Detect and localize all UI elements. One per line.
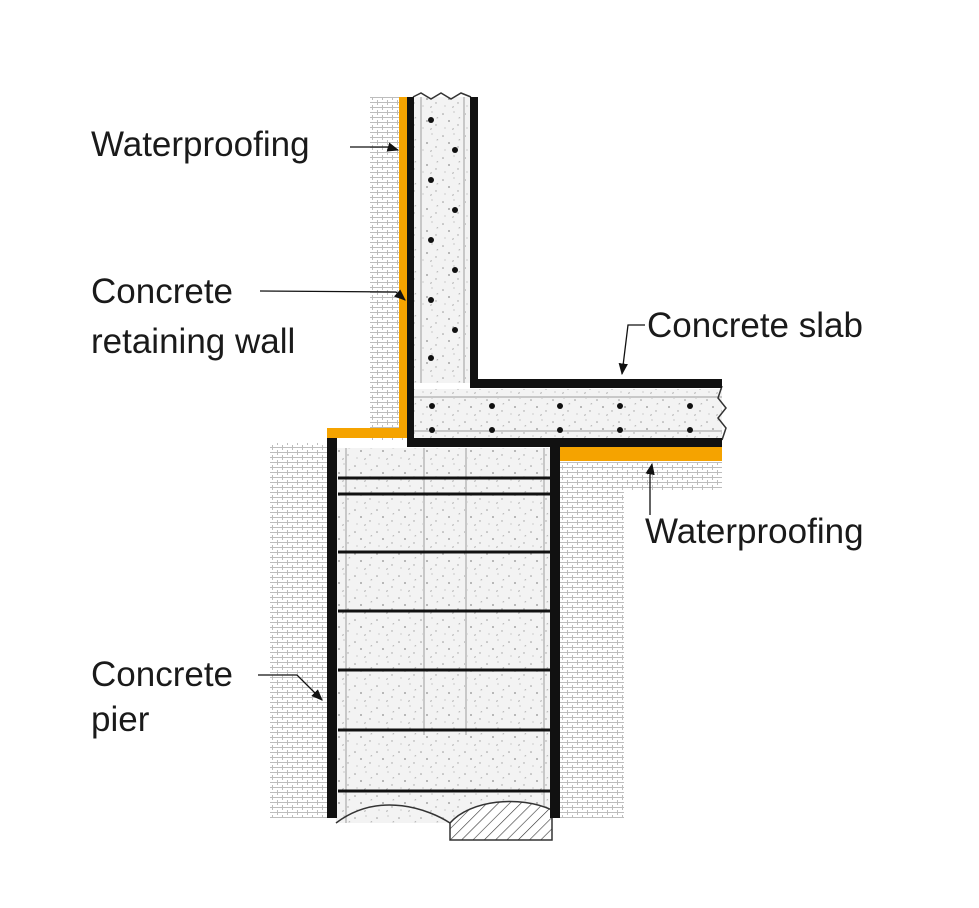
label-leaders xyxy=(258,142,655,701)
label-retaining-wall-line1: Concrete xyxy=(91,272,234,311)
waterproofing-membrane xyxy=(327,97,722,461)
label-retaining-wall-line2: retaining wall xyxy=(91,322,296,361)
label-concrete-slab: Concrete slab xyxy=(647,306,863,345)
concrete-slab xyxy=(413,385,727,441)
label-pier-line2: pier xyxy=(91,700,150,739)
concrete-retaining-wall xyxy=(412,92,472,383)
concrete-pier xyxy=(335,448,553,841)
label-waterproofing-slab: Waterproofing xyxy=(645,512,864,551)
label-waterproofing-wall: Waterproofing xyxy=(91,125,310,164)
label-pier-line1: Concrete xyxy=(91,655,234,694)
structure-outline xyxy=(327,97,722,818)
soil-backfill xyxy=(270,97,722,818)
